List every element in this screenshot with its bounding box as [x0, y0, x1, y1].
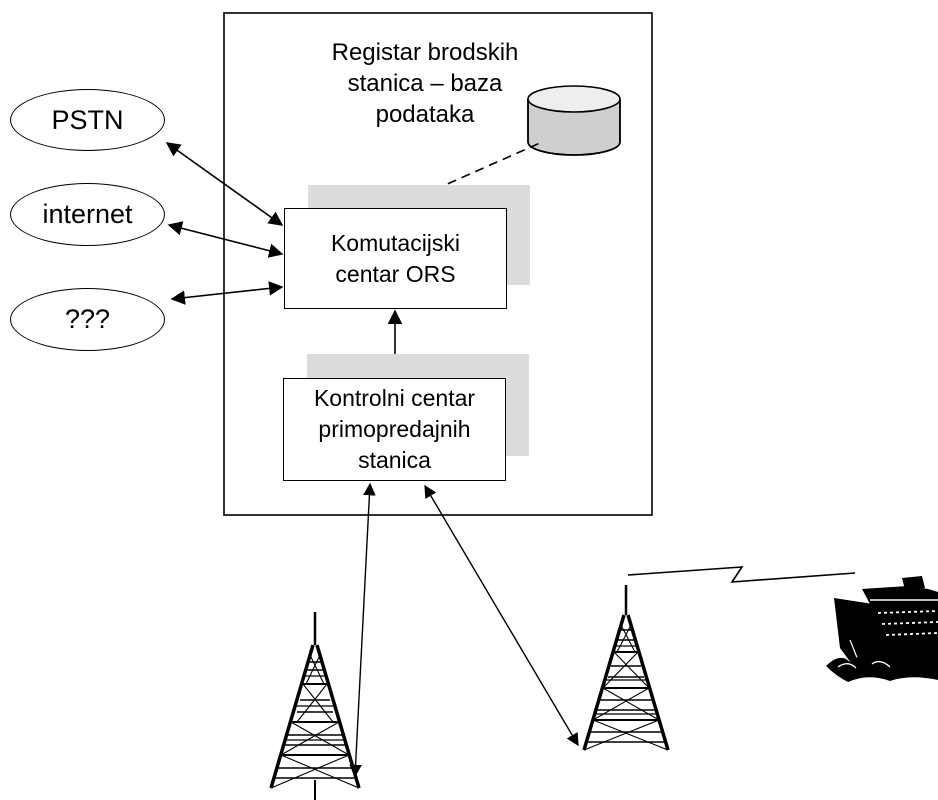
network-unknown[interactable]: ???: [10, 288, 165, 351]
registry-label-line: stanica – baza: [347, 70, 503, 97]
control-center-label-line: stanica: [358, 447, 431, 473]
registry-database-label: Registar brodskih stanica – baza podatak…: [318, 37, 532, 130]
control-center-label-line: Kontrolni centar: [313, 385, 476, 411]
database-cylinder-icon: [527, 85, 621, 156]
network-pstn[interactable]: PSTN: [10, 89, 165, 151]
arrow-unknown-switching: [170, 281, 284, 305]
network-unknown-label: ???: [64, 304, 111, 334]
network-pstn-label: PSTN: [51, 104, 124, 135]
arrow-control-tower-right: [424, 484, 579, 747]
ship-icon: [826, 576, 938, 682]
switching-center-label-line: centar ORS: [335, 260, 456, 287]
arrow-control-tower-left: [349, 482, 376, 778]
switching-center-label-line: Komutacijski: [330, 229, 461, 256]
transmission-tower-icon: [269, 612, 361, 789]
network-internet[interactable]: internet: [10, 183, 165, 246]
radio-link-zigzag-icon: [627, 566, 856, 583]
transmission-tower-icon: [582, 585, 670, 751]
arrow-pstn-switching: [165, 142, 284, 226]
switching-center-box[interactable]: Komutacijski centar ORS: [284, 208, 507, 309]
registry-label-line: Registar brodskih: [331, 39, 519, 66]
database-link-dashed: [392, 142, 541, 209]
control-center-box[interactable]: Kontrolni centar primopredajnih stanica: [283, 378, 506, 481]
network-internet-label: internet: [42, 199, 133, 229]
registry-label-line: podataka: [375, 101, 475, 128]
arrow-internet-switching: [167, 221, 284, 258]
control-center-label-line: primopredajnih: [318, 416, 471, 442]
